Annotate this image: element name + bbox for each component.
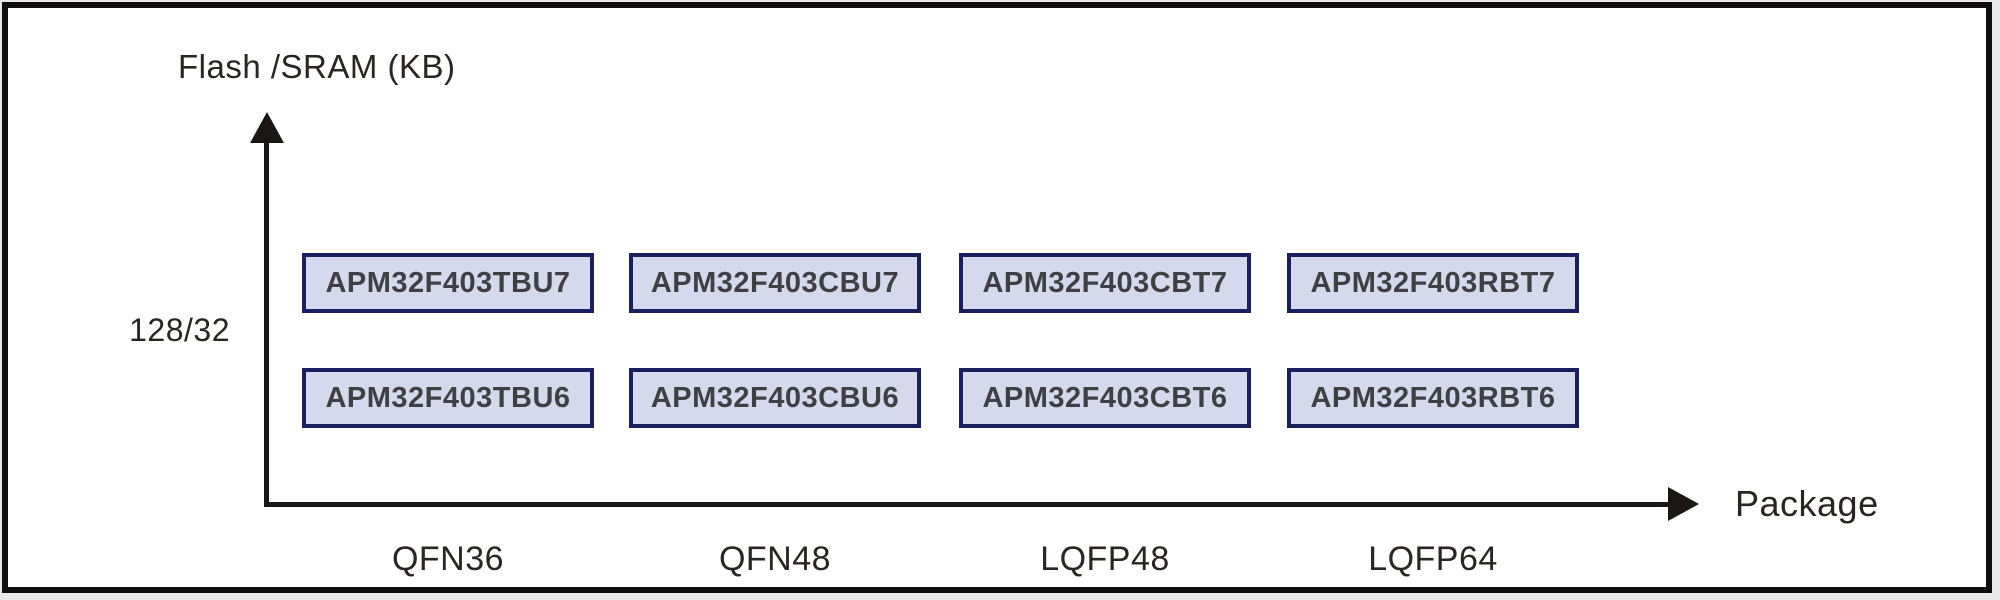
part-box-lqfp64-7: APM32F403RBT7	[1287, 253, 1579, 313]
y-axis-line	[264, 140, 269, 507]
part-box-qfn36-6: APM32F403TBU6	[302, 368, 594, 428]
part-box-qfn48-7: APM32F403CBU7	[629, 253, 921, 313]
y-axis-arrowhead-icon	[250, 112, 284, 143]
x-axis-line	[264, 502, 1672, 507]
x-tick-label-qfn36: QFN36	[391, 540, 505, 578]
part-number: APM32F403RBT6	[1310, 381, 1556, 414]
y-axis-label: Flash /SRAM (KB)	[178, 48, 456, 85]
part-box-qfn48-6: APM32F403CBU6	[629, 368, 921, 428]
part-number: APM32F403CBT7	[982, 266, 1228, 299]
part-number: APM32F403CBT6	[982, 381, 1228, 414]
part-box-lqfp64-6: APM32F403RBT6	[1287, 368, 1579, 428]
x-axis-arrowhead-icon	[1668, 487, 1699, 521]
part-number: APM32F403CBU7	[650, 266, 900, 299]
part-box-lqfp48-7: APM32F403CBT7	[959, 253, 1251, 313]
x-axis-label: Package	[1735, 483, 1879, 524]
part-number: APM32F403TBU7	[325, 266, 571, 299]
part-box-lqfp48-6: APM32F403CBT6	[959, 368, 1251, 428]
part-number: APM32F403CBU6	[650, 381, 900, 414]
part-number: APM32F403RBT7	[1310, 266, 1556, 299]
flash-sram-row-label: 128/32	[129, 312, 230, 348]
x-tick-label-qfn48: QFN48	[718, 540, 832, 578]
part-box-qfn36-7: APM32F403TBU7	[302, 253, 594, 313]
x-tick-label-lqfp48: LQFP48	[1040, 540, 1170, 578]
x-tick-label-lqfp64: LQFP64	[1368, 540, 1498, 578]
part-number: APM32F403TBU6	[325, 381, 571, 414]
